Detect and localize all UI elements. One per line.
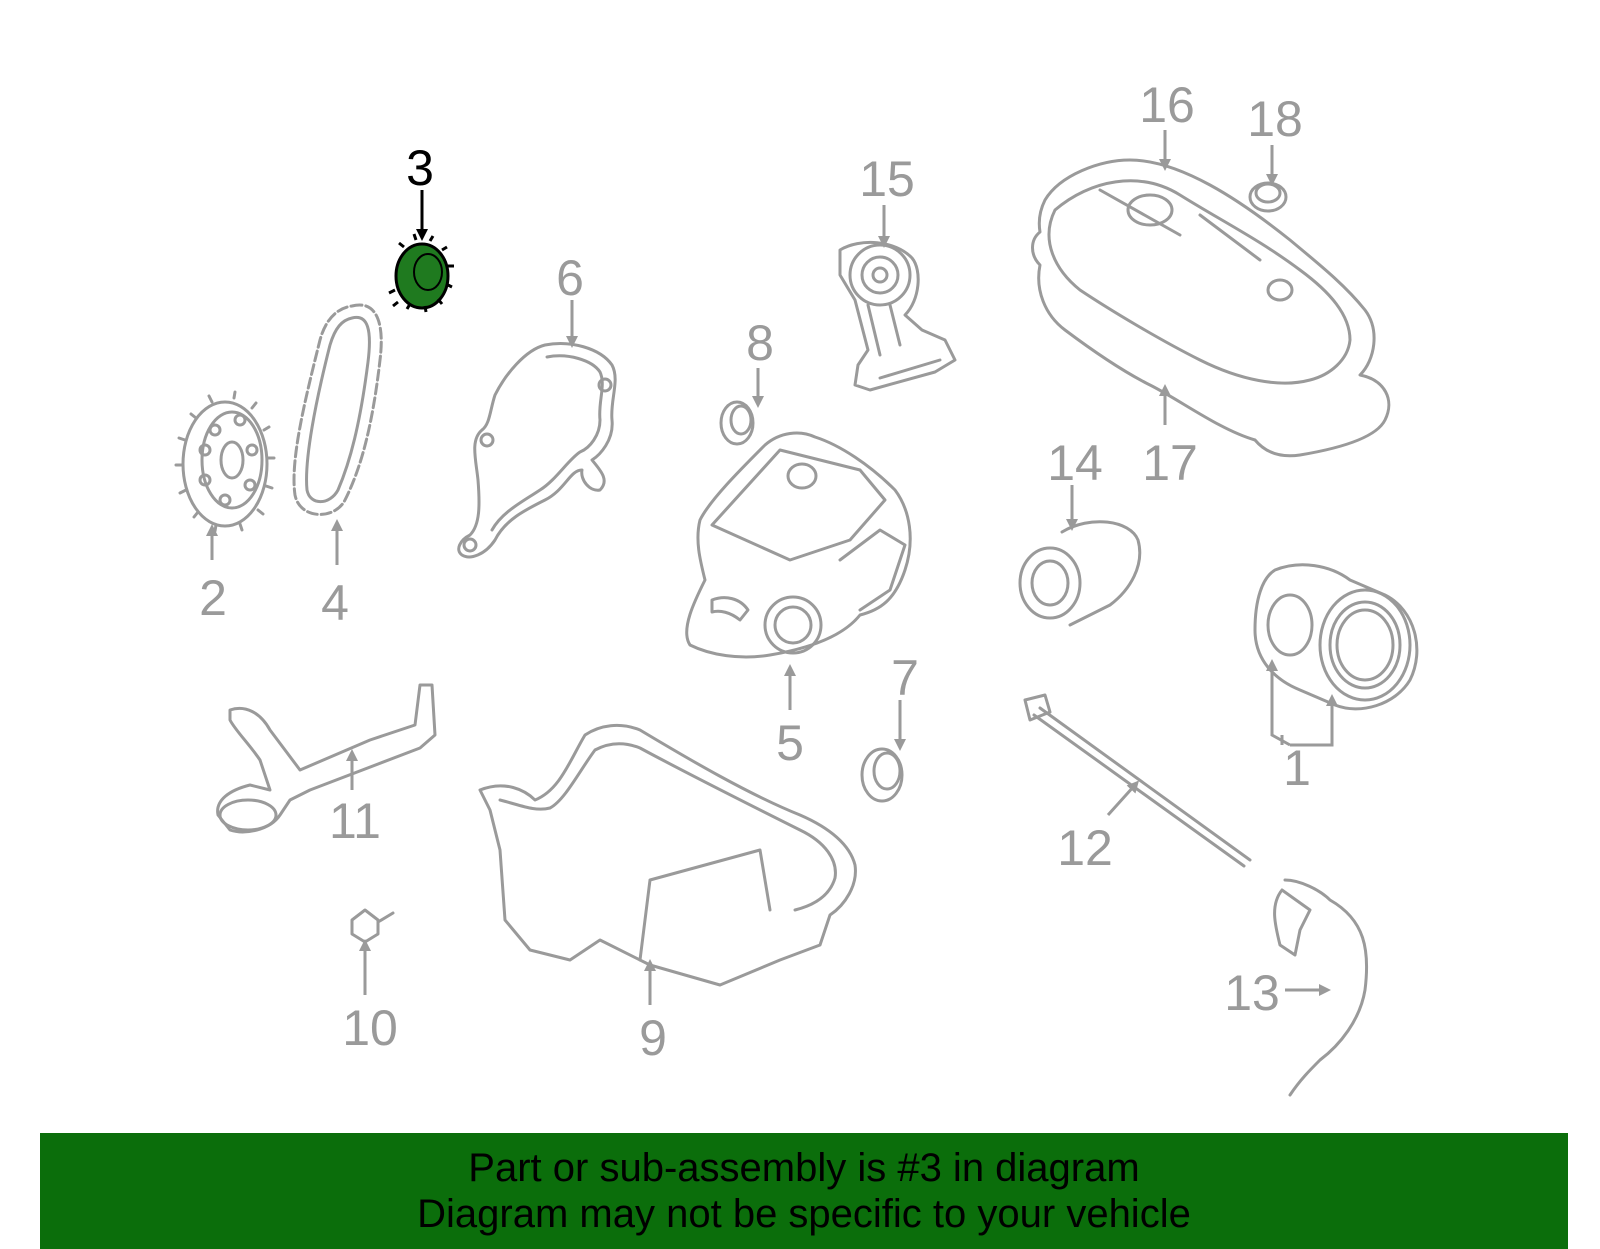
callout-12: 12 [1057,820,1113,876]
part-6-timing-cover-gasket[interactable] [457,342,617,559]
callout-11: 11 [329,793,381,849]
arrow-1a [1266,659,1291,747]
info-banner-line-2: Diagram may not be specific to your vehi… [417,1192,1191,1236]
part-3-camshaft-sprocket[interactable] [388,233,454,313]
part-9-oil-pan[interactable] [478,723,857,987]
callout-8: 8 [746,315,774,371]
info-banner-line-1: Part or sub-assembly is #3 in diagram [468,1146,1140,1190]
arrow-12 [1106,780,1140,817]
callout-3[interactable]: 3 [406,140,434,196]
callout-9: 9 [639,1010,667,1066]
callout-18: 18 [1247,91,1303,147]
part-4-timing-chain[interactable] [292,303,383,516]
callout-1: 1 [1283,740,1311,796]
callout-14: 14 [1047,435,1103,491]
part-10-drain-plug[interactable] [350,908,395,944]
part-16-valve-cover[interactable] [1031,158,1391,458]
callout-5: 5 [776,715,804,771]
part-11-oil-pump-pickup[interactable] [216,683,437,834]
part-18-filler-cap[interactable] [1248,181,1288,213]
part-13-dipstick-tube[interactable] [1273,878,1369,1097]
part-7-seal[interactable] [860,747,904,803]
callout-16: 16 [1139,77,1195,133]
callout-4: 4 [321,575,349,631]
part-15-oil-filter-adapter[interactable] [838,240,957,392]
callout-17: 17 [1142,435,1198,491]
callout-15: 15 [859,151,915,207]
callout-6: 6 [556,250,584,306]
callout-10: 10 [342,1000,398,1056]
part-8-seal[interactable] [719,400,755,446]
arrow-1b [1290,694,1338,747]
callout-2: 2 [199,570,227,626]
part-14-oil-filter[interactable] [1018,520,1142,627]
info-banner: Part or sub-assembly is #3 in diagram Di… [40,1133,1568,1249]
part-2-crankshaft-sprocket[interactable] [174,390,276,533]
part-1-crankshaft-pulley[interactable] [1253,563,1419,711]
part-5-front-cover[interactable] [685,431,912,659]
callout-13: 13 [1224,965,1280,1021]
callout-7: 7 [891,650,919,706]
